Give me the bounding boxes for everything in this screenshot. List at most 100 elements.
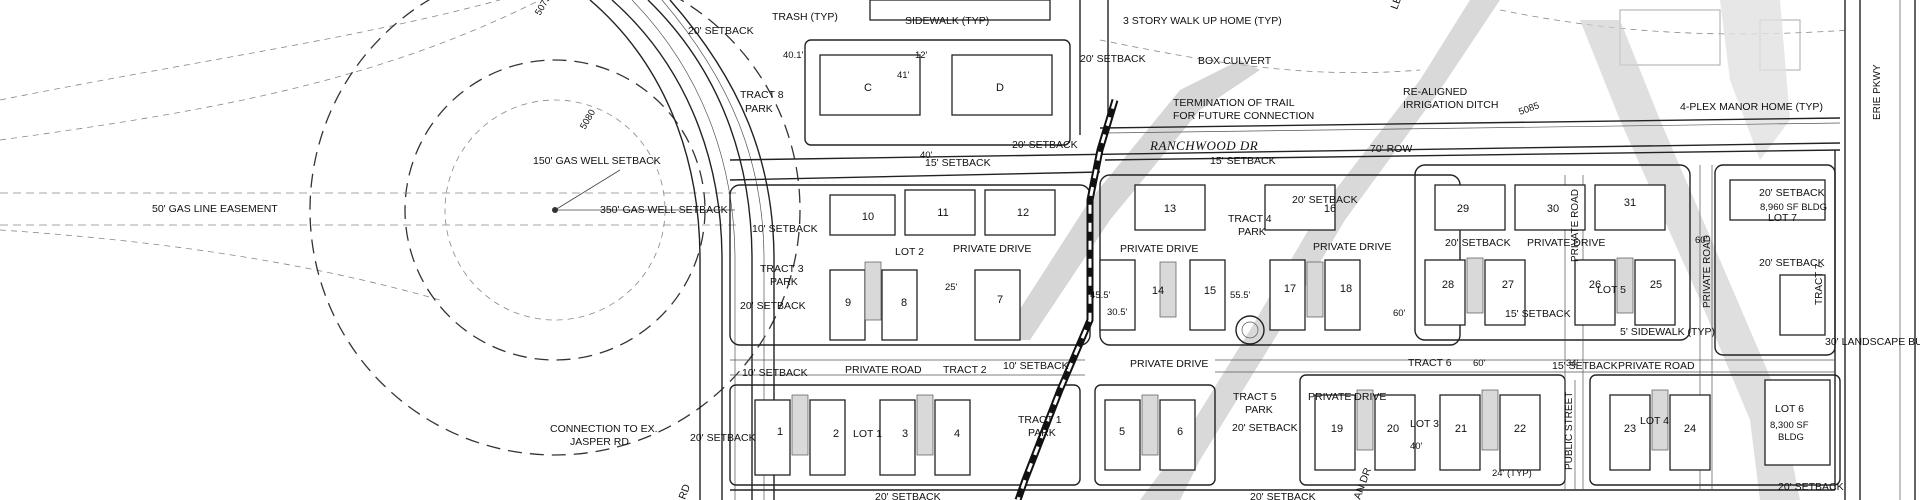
dim-45-5: 45.5': [1090, 290, 1110, 301]
dim-40-b: 40': [1410, 441, 1423, 452]
setback-15-label-a: 15' SETBACK: [925, 157, 991, 169]
lea-road-label: LEA: [1389, 0, 1407, 11]
building-number: 9: [845, 297, 851, 309]
setback-15-label-b: 15' SETBACK: [1210, 155, 1276, 167]
setback-10-label-c: 10' SETBACK: [1003, 360, 1069, 372]
setback-20-label-k: 20' SETBACK: [875, 491, 941, 500]
building-number: 23: [1624, 423, 1636, 435]
building-number: 21: [1455, 423, 1467, 435]
lot-1-label: LOT 1: [853, 428, 882, 440]
gas-well-150-label: 150' GAS WELL SETBACK: [533, 155, 661, 167]
building-number: 30: [1547, 203, 1559, 215]
building-d-label: D: [996, 82, 1004, 94]
private-road-label-b: PRIVATE ROAD: [845, 364, 922, 376]
tract-1-park-label: PARK: [1028, 427, 1056, 439]
bldg-8960-label: 8,960 SF BLDG: [1760, 202, 1827, 213]
erie-pkwy-label: ERIE PKWY: [1872, 64, 1883, 120]
tract-6-label: TRACT 6: [1408, 357, 1452, 369]
dim-41: 41': [897, 70, 910, 81]
setback-20-label-d: 20' SETBACK: [740, 300, 806, 312]
building-number: 13: [1164, 203, 1176, 215]
row-70-label: 70' ROW: [1370, 143, 1412, 155]
building-c-label: C: [864, 82, 872, 94]
building-number: 7: [997, 294, 1003, 306]
an-dr-label: AN DR: [1352, 466, 1375, 500]
tract-2-label: TRACT 2: [943, 364, 987, 376]
ranchwood-drive: [729, 0, 1841, 181]
building-number: 25: [1650, 279, 1662, 291]
private-drive-label-d: PRIVATE DRIVE: [1130, 358, 1208, 370]
ditch-label-1: RE-ALIGNED: [1403, 86, 1468, 98]
setback-20-label-e: 20' SETBACK: [690, 432, 756, 444]
building-number: 28: [1442, 279, 1454, 291]
lot-7-label: LOT 7: [1768, 212, 1797, 224]
building-number: 2: [833, 428, 839, 440]
setback-20-label-l: 20' SETBACK: [1250, 491, 1316, 500]
dim-24-typ: 24' (TYP): [1492, 468, 1532, 479]
setback-20-label-i: 20' SETBACK: [1759, 187, 1825, 199]
landscape-buffer-label: 30' LANDSCAPE BUFFER: [1825, 336, 1920, 348]
setback-20-label-m: 20' SETBACK: [1778, 481, 1844, 493]
setback-10-label-a: 10' SETBACK: [752, 223, 818, 235]
curved-road: [589, 0, 775, 500]
tract-7-label: TRACT 7: [1814, 263, 1825, 305]
building-numbers: 1 2 3 4 5 6 7 8 9 10 11 12 13 14 15 16 1…: [777, 197, 1696, 440]
lot-6-label: LOT 6: [1775, 403, 1804, 415]
erie-parkway: [1844, 0, 1916, 500]
dim-12: 12': [915, 50, 928, 61]
private-drive-label-b: PRIVATE DRIVE: [1120, 243, 1198, 255]
setback-20-label-g: 20' SETBACK: [1292, 194, 1358, 206]
contour-5080: 5080: [578, 108, 598, 132]
building-number: 24: [1684, 423, 1696, 435]
lot-5-label: LOT 5: [1597, 284, 1626, 296]
building-number: 3: [902, 428, 908, 440]
setback-20-label-h: 20' SETBACK: [1445, 237, 1511, 249]
setback-20-label-j: 20' SETBACK: [1759, 257, 1825, 269]
dim-34: 34': [1566, 358, 1579, 369]
building-number: 1: [777, 426, 783, 438]
building-number: 6: [1177, 426, 1183, 438]
dim-60-a: 60': [1473, 358, 1486, 369]
manor-home-label: 4-PLEX MANOR HOME (TYP): [1680, 101, 1823, 113]
public-street-label: PUBLIC STREET: [1564, 392, 1575, 470]
tract-1-label: TRACT 1: [1018, 414, 1062, 426]
building-number: 15: [1204, 285, 1216, 297]
tract-4-park-label: PARK: [1238, 226, 1266, 238]
building-number: 14: [1152, 285, 1164, 297]
bldg-8300-label-b: BLDG: [1778, 432, 1804, 443]
building-number: 18: [1340, 283, 1352, 295]
setback-20-label-a: 20' SETBACK: [1012, 139, 1078, 151]
private-drive-label-e: PRIVATE DRIVE: [1308, 391, 1386, 403]
building-number: 31: [1624, 197, 1636, 209]
sidewalk-5-label: 5' SIDEWALK (TYP): [1620, 326, 1715, 338]
dim-30-5: 30.5': [1107, 307, 1127, 318]
connection-label-1: CONNECTION TO EX.: [550, 423, 658, 435]
tract-3-park-label: PARK: [770, 276, 798, 288]
private-drive-label-a: PRIVATE DRIVE: [953, 243, 1031, 255]
building-number: 10: [862, 211, 874, 223]
building-number: 17: [1284, 283, 1296, 295]
setback-20-label-f: 20' SETBACK: [1232, 422, 1298, 434]
dim-55-5: 55.5': [1230, 290, 1250, 301]
trail: [1014, 98, 1119, 500]
setback-10-label-b: 10' SETBACK: [742, 367, 808, 379]
building-number: 29: [1457, 203, 1469, 215]
box-culvert-label: BOX CULVERT: [1198, 55, 1272, 67]
building-number: 8: [901, 297, 907, 309]
bldg-8300-label-a: 8,300 SF: [1770, 420, 1809, 431]
building-number: 20: [1387, 423, 1399, 435]
building-number: 26: [1589, 279, 1601, 291]
setback-15-label-d: 15' SETBACK: [1552, 360, 1618, 372]
gas-well-setbacks: [0, 0, 801, 456]
buildings: [754, 0, 1831, 476]
private-road-label-d: PRIVATE ROAD: [1702, 235, 1713, 308]
tract-5-park-label: PARK: [1245, 404, 1273, 416]
private-drive-label-c: PRIVATE DRIVE: [1313, 241, 1391, 253]
dim-60-c: 60': [1695, 235, 1708, 246]
setback-20-label-b: 20' SETBACK: [1080, 53, 1146, 65]
building-number: 22: [1514, 423, 1526, 435]
ditch-label-2: IRRIGATION DITCH: [1403, 99, 1498, 111]
setback-20-label-c: 20' SETBACK: [688, 25, 754, 37]
contour-5085: 5085: [1517, 100, 1541, 118]
trail-termination-label-2: FOR FUTURE CONNECTION: [1173, 110, 1314, 122]
